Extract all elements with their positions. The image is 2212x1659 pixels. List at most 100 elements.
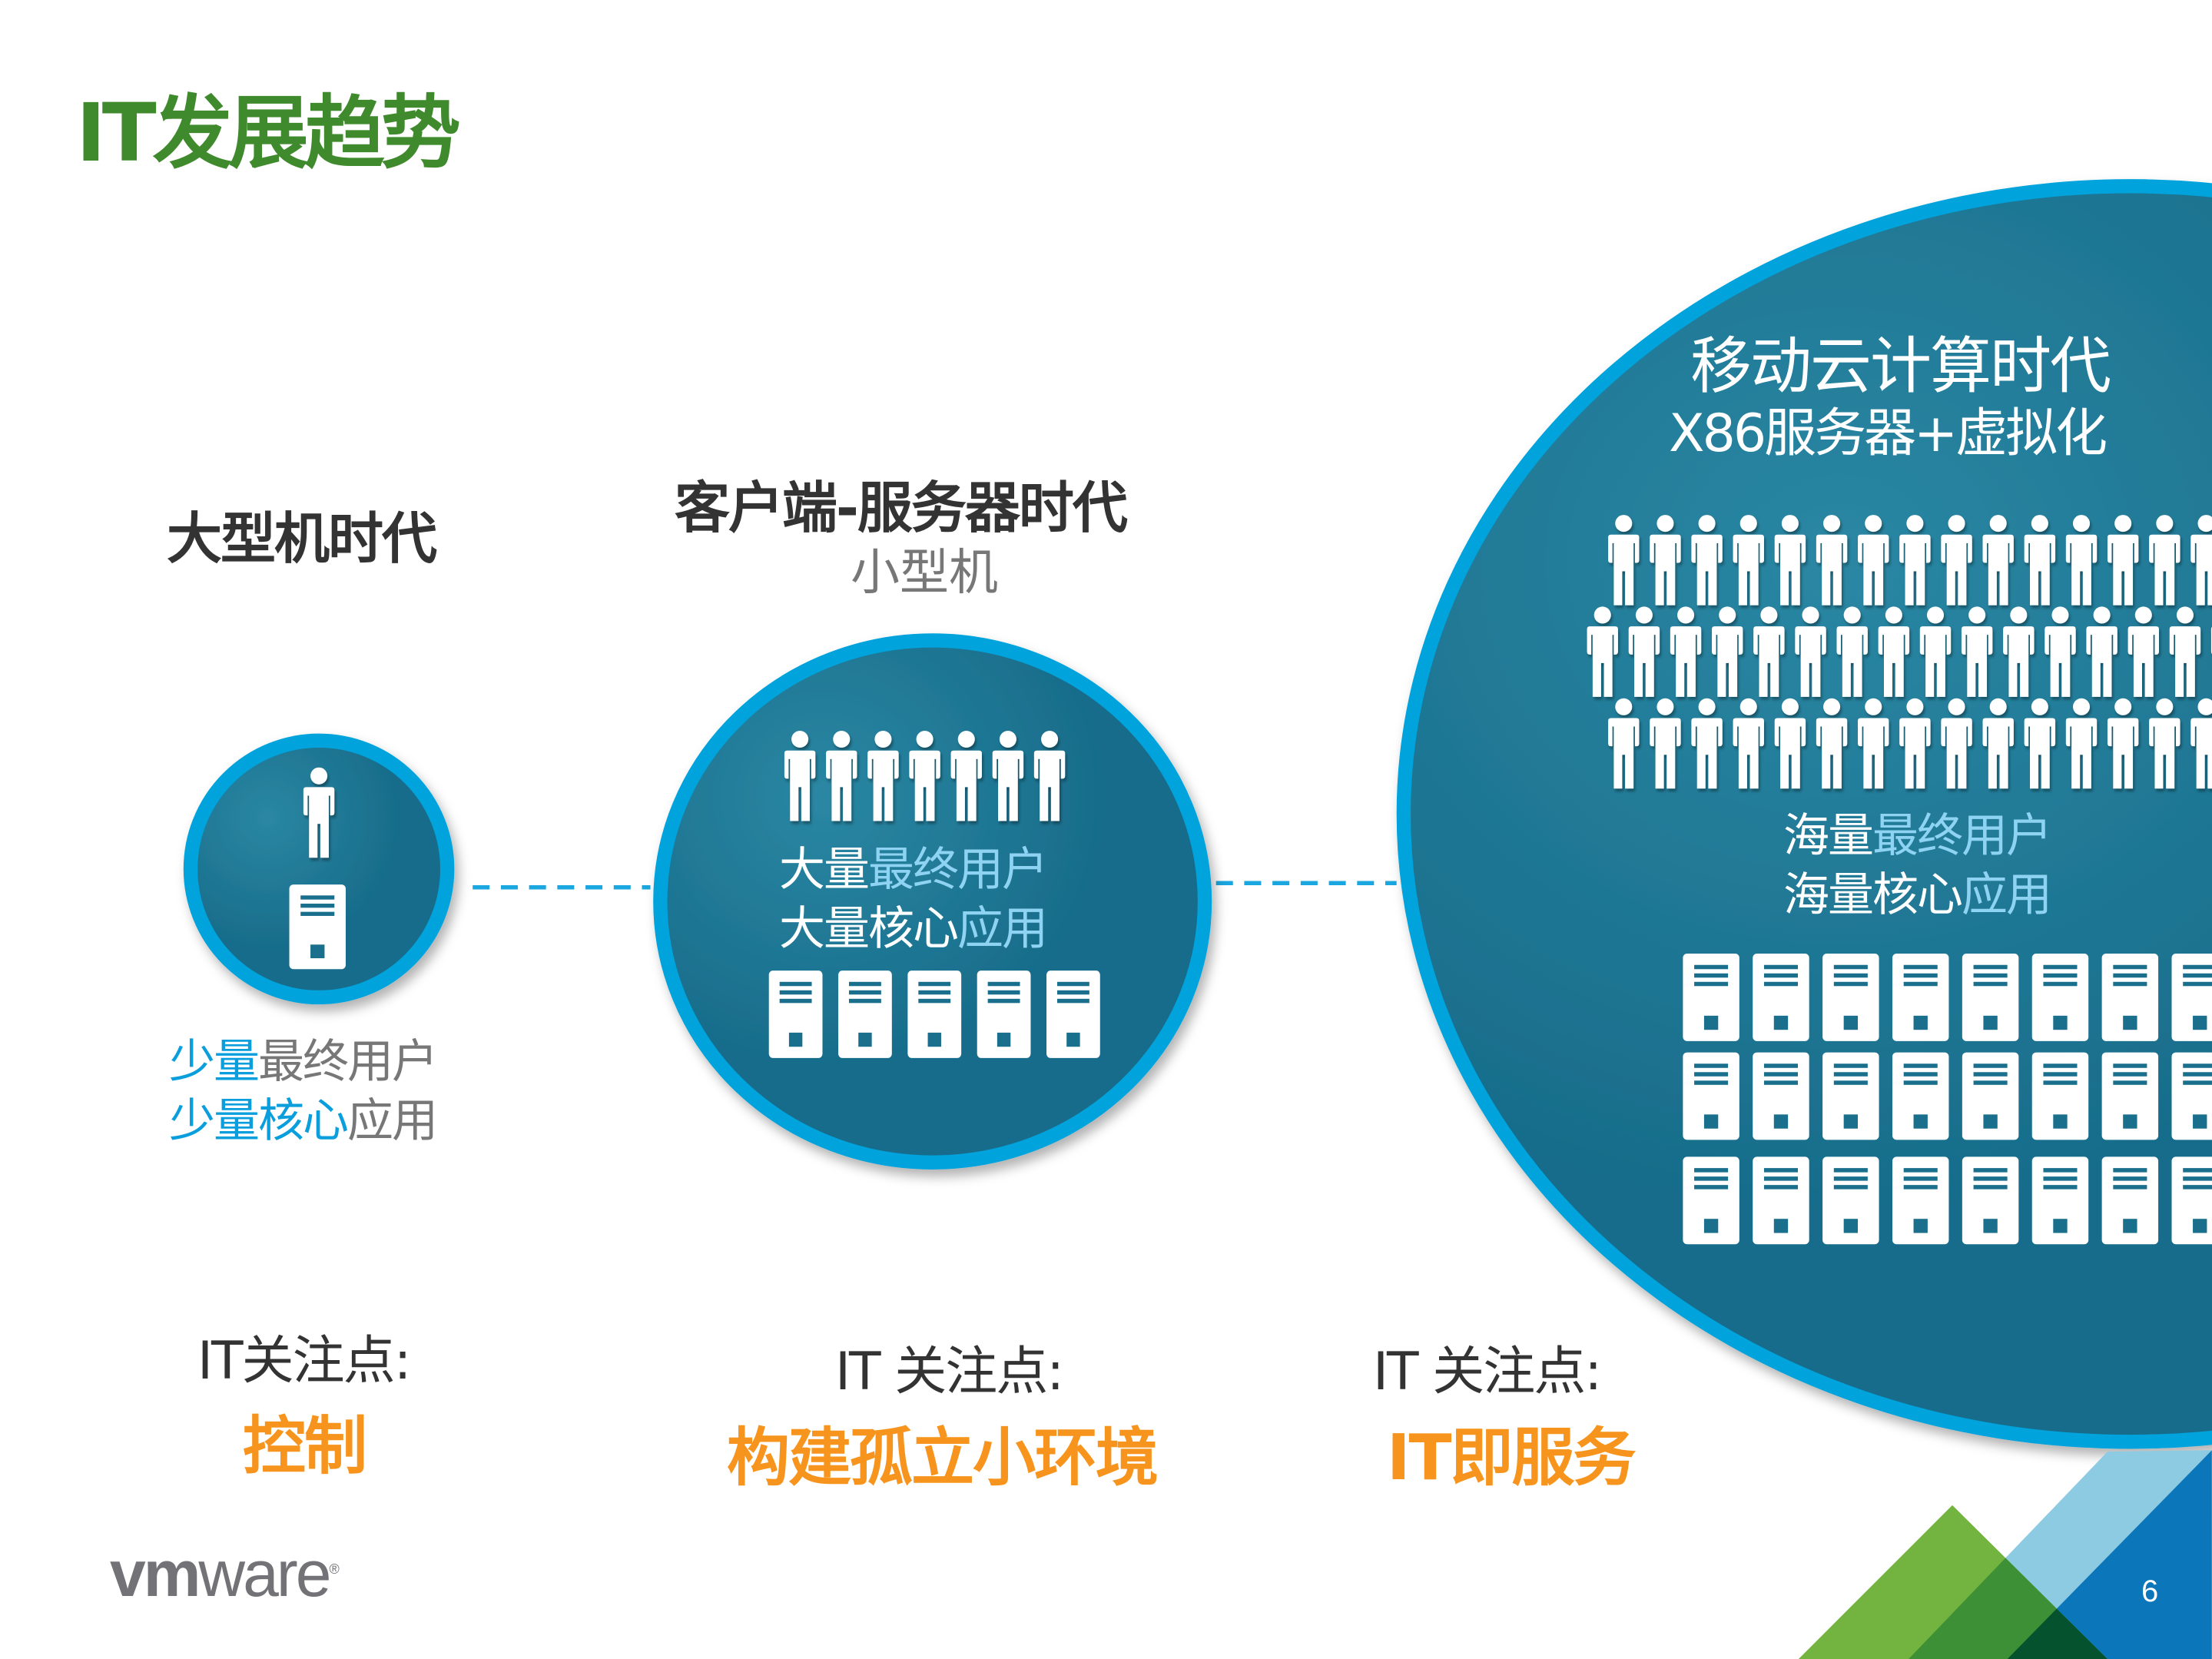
server-icon: [1822, 954, 1879, 1041]
mainframe-caption: 少量最终用户 少量核心应用: [169, 1033, 438, 1151]
person-icon: [1691, 698, 1723, 789]
server-icon: [1892, 1052, 1949, 1140]
focus-label: IT 关注点:: [835, 1342, 1064, 1402]
person-icon: [1961, 606, 1993, 697]
person-icon: [2149, 698, 2180, 789]
corner-triangles: [1798, 1450, 2212, 1659]
caption-emphasis: 海量: [1783, 809, 1874, 863]
person-icon: [1941, 515, 1972, 606]
caption-text: 应用: [347, 1094, 438, 1148]
server-icon: [1892, 954, 1949, 1041]
focus-label: IT关注点:: [197, 1331, 412, 1392]
server-icon: [2031, 1052, 2089, 1140]
person-icon: [1733, 698, 1764, 789]
server-icon: [1892, 1156, 1949, 1245]
person-icon: [1919, 606, 1952, 697]
person-icon: [1691, 515, 1723, 606]
person-icon: [784, 730, 816, 821]
caption-emphasis: 少量: [169, 1035, 260, 1089]
server-icon: [2101, 1052, 2159, 1140]
server-icon: [2171, 1156, 2212, 1245]
server-icon: [907, 971, 962, 1058]
person-icon: [2169, 606, 2201, 697]
person-icon: [1858, 698, 1889, 789]
person-icon: [1587, 606, 1618, 697]
server-icon: [289, 884, 346, 970]
person-icon: [2190, 515, 2212, 606]
person-icon: [1795, 606, 1826, 697]
person-icon: [2024, 698, 2056, 789]
era-cloud-subtitle: X86服务器+虚拟化: [1669, 403, 2108, 464]
person-icon: [1899, 698, 1931, 789]
mainframe-icons: [289, 767, 346, 970]
cloud-icon-grid: [1587, 515, 2212, 1245]
server-icon: [2171, 1052, 2212, 1140]
cloud-caption: 海量最终用户 海量核心应用: [1783, 807, 2052, 925]
person-icon: [2003, 606, 2035, 697]
client-server-icons: [768, 730, 1100, 1058]
server-icon: [2101, 1156, 2159, 1245]
era-client-server-subtitle: 小型机: [851, 545, 998, 602]
person-icon: [2190, 698, 2212, 789]
registered-mark: ®: [329, 1561, 339, 1577]
server-icon: [838, 971, 892, 1058]
person-icon: [2045, 606, 2076, 697]
caption-emphasis: 少量核心: [169, 1094, 349, 1148]
caption-emphasis: 大量核心: [779, 902, 959, 956]
client-server-caption: 大量最终用户 大量核心应用: [779, 841, 1048, 959]
focus-value: 构建孤立小环境: [727, 1422, 1159, 1495]
person-icon: [1982, 515, 2014, 606]
person-icon: [909, 730, 940, 821]
person-icon: [2065, 698, 2098, 789]
caption-text: 最终用户: [868, 843, 1048, 897]
person-icon: [1650, 698, 1681, 789]
server-icon: [1753, 1156, 1809, 1245]
server-icon: [2171, 954, 2212, 1041]
caption-emphasis: 海量核心: [1783, 868, 1963, 922]
person-icon: [992, 730, 1024, 821]
person-icon: [826, 730, 857, 821]
person-icon: [1899, 515, 1931, 606]
caption-text: 应用: [1962, 868, 2052, 922]
person-icon: [2149, 515, 2180, 606]
caption-emphasis: 大量: [779, 843, 870, 897]
caption-text: 最终用户: [258, 1035, 438, 1089]
logo-vm: vm: [110, 1538, 201, 1610]
logo-ware: ware: [198, 1538, 331, 1610]
person-icon: [1774, 515, 1806, 606]
person-icon: [2127, 606, 2159, 697]
server-icon: [1753, 1052, 1809, 1140]
person-icon: [2065, 515, 2098, 606]
person-icon: [1608, 698, 1640, 789]
era-cloud-title: 移动云计算时代: [1690, 330, 2111, 402]
person-icon: [1608, 515, 1640, 606]
server-icon: [1962, 954, 2019, 1041]
server-icon: [1753, 954, 1809, 1041]
person-icon: [1670, 606, 1702, 697]
vmware-logo: vmware®: [110, 1537, 340, 1611]
person-icon: [1033, 730, 1066, 821]
server-icon: [1683, 1156, 1739, 1245]
era-mainframe-title: 大型机时代: [167, 506, 437, 571]
server-icon: [2101, 954, 2159, 1041]
focus-value: IT即服务: [1387, 1422, 1636, 1495]
person-icon: [1712, 606, 1743, 697]
person-icon: [1982, 698, 2014, 789]
person-icon: [1733, 515, 1764, 606]
server-icon: [1962, 1052, 2019, 1140]
person-icon: [1753, 606, 1785, 697]
focus-value: 控制: [243, 1410, 367, 1483]
server-icon: [1683, 954, 1739, 1041]
person-icon: [950, 730, 982, 821]
person-icon: [303, 767, 335, 858]
server-icon: [2031, 1156, 2089, 1245]
person-icon: [867, 730, 899, 821]
server-icon: [768, 971, 823, 1058]
page-title: IT发展趋势: [76, 86, 461, 180]
person-icon: [1816, 698, 1848, 789]
mainframe-circle: [183, 733, 455, 1005]
person-icon: [1816, 515, 1848, 606]
person-icon: [1858, 515, 1889, 606]
person-icon: [2107, 515, 2139, 606]
